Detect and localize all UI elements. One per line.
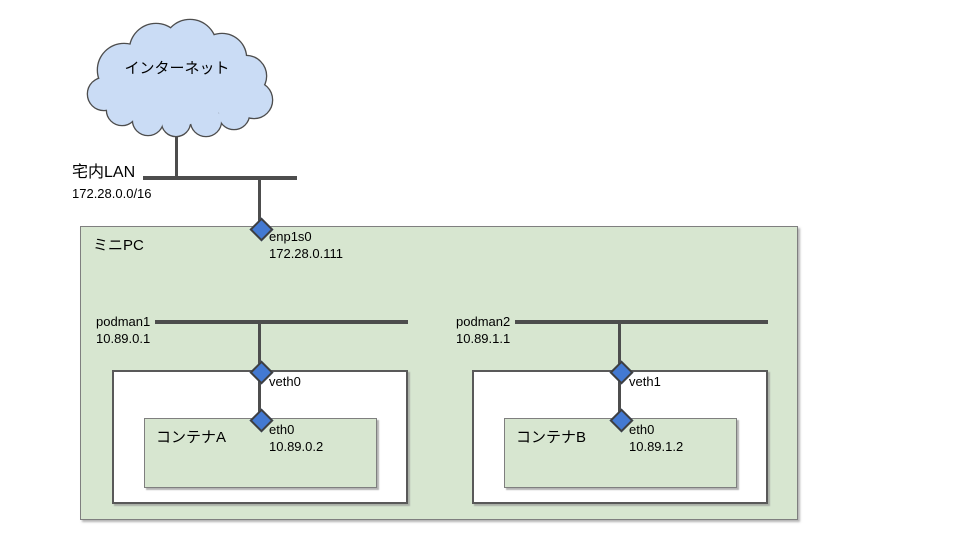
connector-podman2-to-veth1 bbox=[618, 322, 621, 370]
connector-lan-to-enp1s0 bbox=[258, 180, 261, 227]
container-a-label: コンテナA bbox=[156, 429, 227, 446]
enp1s0-ip-label: 172.28.0.111 bbox=[269, 246, 343, 261]
container-a-nic-label: eth0 bbox=[269, 422, 295, 437]
lan-subnet-label: 172.28.0.0/16 bbox=[72, 186, 152, 201]
internet-label: インターネット bbox=[124, 60, 230, 77]
podman2-ip-label: 10.89.1.1 bbox=[456, 331, 511, 346]
cloud-body bbox=[88, 20, 272, 136]
podman2-name-label: podman2 bbox=[456, 314, 511, 329]
internet-cloud-icon bbox=[86, 18, 274, 138]
container-b-label: コンテナB bbox=[516, 429, 587, 446]
podman1-ip-label: 10.89.0.1 bbox=[96, 331, 151, 346]
connector-internet-to-lan bbox=[175, 130, 178, 178]
podman1-name-label: podman1 bbox=[96, 314, 151, 329]
veth0-label: veth0 bbox=[269, 374, 301, 389]
container-b-ip-label: 10.89.1.2 bbox=[629, 439, 684, 454]
veth1-label: veth1 bbox=[629, 374, 661, 389]
podman1-bus-line bbox=[155, 320, 408, 324]
container-a-ip-label: 10.89.0.2 bbox=[269, 439, 324, 454]
podman2-bus-line bbox=[515, 320, 768, 324]
connector-veth1-to-eth0 bbox=[618, 370, 621, 418]
enp1s0-name-label: enp1s0 bbox=[269, 229, 312, 244]
connector-veth0-to-eth0 bbox=[258, 370, 261, 418]
container-b-nic-label: eth0 bbox=[629, 422, 655, 437]
host-label: ミニPC bbox=[93, 237, 144, 254]
lan-label: 宅内LAN bbox=[72, 164, 136, 181]
connector-podman1-to-veth0 bbox=[258, 322, 261, 370]
lan-bus-line bbox=[143, 176, 297, 180]
